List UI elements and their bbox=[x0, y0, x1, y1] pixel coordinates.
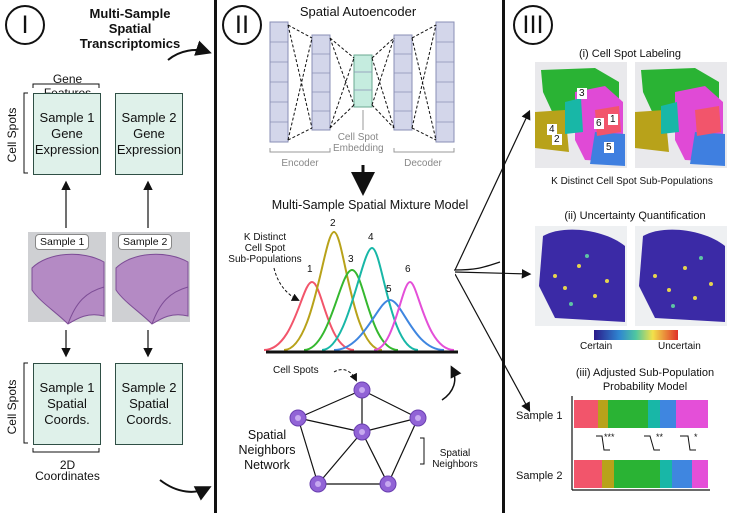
encoder-layers bbox=[269, 21, 455, 143]
panel-numeral-2: II bbox=[222, 5, 262, 45]
panel-1-arrows bbox=[23, 40, 212, 501]
autoencoder-title: Spatial Autoencoder bbox=[299, 4, 417, 19]
encoder-label: Encoder bbox=[281, 158, 319, 169]
uncertainty-maps bbox=[535, 226, 727, 326]
sample2-tag: Sample 2 bbox=[118, 234, 173, 250]
panel-numeral-3: III bbox=[513, 5, 553, 45]
panel-divider-1 bbox=[214, 0, 217, 513]
sample1-bar bbox=[574, 400, 708, 428]
mixture-curves bbox=[263, 230, 455, 351]
peak-label-1: 1 bbox=[307, 264, 313, 275]
region-label-2: 2 bbox=[552, 134, 562, 145]
k-distinct-caption: K Distinct Cell Spot Sub-Populations bbox=[551, 176, 713, 187]
proportion-bars bbox=[571, 396, 710, 491]
peak-label-3: 3 bbox=[348, 254, 354, 265]
decoder-label: Decoder bbox=[404, 158, 442, 169]
region-label-6: 6 bbox=[594, 118, 604, 129]
uncertainty-colorbar bbox=[594, 330, 678, 340]
mixture-model-title: Multi-Sample Spatial Mixture Model bbox=[271, 198, 469, 212]
panel-1-title: Multi-Sample Spatial Transcriptomics bbox=[79, 6, 181, 51]
peak-label-4: 4 bbox=[368, 232, 374, 243]
region-label-4: 4 bbox=[547, 124, 557, 135]
cell-spot-labeling-title: (i) Cell Spot Labeling bbox=[578, 48, 682, 60]
cell-spots-network-label: Cell Spots bbox=[273, 365, 319, 376]
region-label-5: 5 bbox=[604, 142, 614, 153]
cell-spot-labeling-maps bbox=[535, 62, 727, 168]
certain-label: Certain bbox=[580, 341, 613, 352]
peak-label-6: 6 bbox=[405, 264, 411, 275]
sample2-bar-label: Sample 2 bbox=[516, 470, 563, 482]
sig-marker-2: ** bbox=[656, 432, 664, 442]
uncertainty-title: (ii) Uncertainty Quantification bbox=[564, 210, 706, 222]
sig-marker-1: *** bbox=[604, 432, 615, 442]
region-label-3: 3 bbox=[577, 88, 587, 99]
panel-2-graphics bbox=[263, 21, 501, 493]
panel-divider-2 bbox=[502, 0, 505, 513]
sample2-bar bbox=[574, 460, 708, 488]
panel-numeral-1: I bbox=[5, 5, 45, 45]
sample1-tag: Sample 1 bbox=[35, 234, 90, 250]
uncertain-label: Uncertain bbox=[658, 341, 701, 352]
panel-2-to-3-arrows bbox=[455, 109, 532, 413]
sample1-bar-label: Sample 1 bbox=[516, 410, 563, 422]
peak-label-2: 2 bbox=[330, 218, 336, 229]
region-label-1: 1 bbox=[608, 114, 618, 125]
spatial-network bbox=[297, 389, 419, 485]
sig-marker-3: * bbox=[694, 432, 698, 442]
labeling-map-2 bbox=[635, 62, 727, 168]
peak-label-5: 5 bbox=[386, 284, 392, 295]
